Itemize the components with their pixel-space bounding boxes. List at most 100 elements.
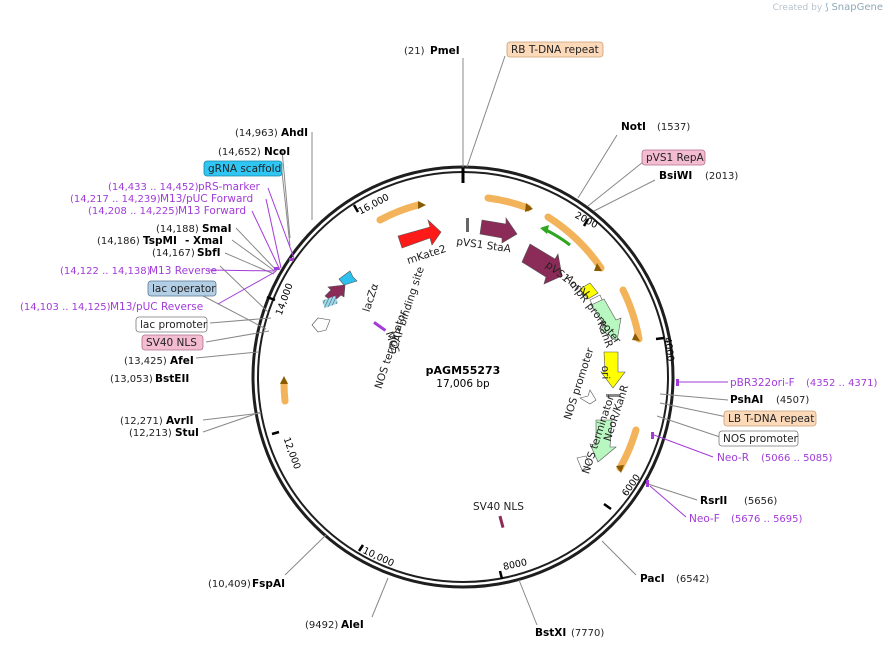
enz-pos-avrii: (12,271) xyxy=(120,416,163,427)
enz-pos-bsiwi: (2013) xyxy=(705,171,738,182)
prim-name-neo-r: Neo-R xyxy=(717,452,749,464)
enz-pos-ncoi: (14,652) xyxy=(218,147,261,158)
orf-arrowheads xyxy=(280,201,640,473)
enz-pos-paci: (6542) xyxy=(676,574,709,585)
tick-12000: 12,000 xyxy=(281,436,303,471)
pvs1-mark xyxy=(466,218,469,232)
enz-name-pshai: PshAI xyxy=(730,394,763,406)
cap-hatch xyxy=(322,295,338,309)
enz-pos-afei: (13,425) xyxy=(124,356,167,367)
lb-mark xyxy=(606,394,620,397)
label-nos-terminator-left: NOS terminator xyxy=(373,308,410,390)
tick-10000: 10,000 xyxy=(361,545,396,569)
kanr-arrow xyxy=(590,298,622,342)
enz-pos-noti: (1537) xyxy=(657,122,690,133)
enz-pos-alei: (9492) xyxy=(305,620,338,631)
tag-nos-promoter: NOS promoter xyxy=(723,433,799,445)
ori-arrow xyxy=(600,351,626,389)
mcs-bar xyxy=(373,321,387,332)
enz-pos-fspai: (10,409) xyxy=(208,579,251,590)
enz-name-bsiwi: BsiWI xyxy=(659,170,692,182)
plasmid-name: pAGM55273 xyxy=(426,364,501,377)
primer-leaders xyxy=(207,187,728,518)
enz-name-paci: PacI xyxy=(640,573,665,585)
snapgene-watermark: Created by ⟆ SnapGene xyxy=(773,2,883,13)
prim-range-m13puc-forward: (14,217 .. 14,239) xyxy=(70,194,161,205)
tick-8000: 8000 xyxy=(502,557,528,573)
enz-name-tspmi: TspMI xyxy=(143,235,177,247)
enz-name-sbfi: SbfI xyxy=(197,247,221,259)
primer-marks xyxy=(274,258,679,487)
label-lacza: lacZα xyxy=(361,282,381,314)
tag-lb-tdna: LB T-DNA repeat xyxy=(728,413,814,425)
tag-lac-promoter: lac promoter xyxy=(140,319,208,331)
leader-lines xyxy=(187,55,729,626)
label-ori: ori xyxy=(599,365,611,379)
primer-labels: (14,433 .. 14,452) pRS-marker (14,217 ..… xyxy=(20,181,878,525)
grna-scaffold-arrow xyxy=(338,270,358,286)
pvs1-staa-arrow xyxy=(479,217,518,244)
plasmid-size: 17,006 bp xyxy=(436,378,490,390)
prim-name-neo-f: Neo-F xyxy=(689,513,720,525)
ampr-promoter-box xyxy=(579,282,599,300)
enz-name-ncoi: NcoI xyxy=(264,146,290,158)
enz-pos-smai: (14,188) xyxy=(156,224,199,235)
tick-14000: 14,000 xyxy=(274,282,296,317)
pvs1-oriv-arrow xyxy=(521,243,563,285)
prim-range-m13-forward: (14,208 .. 14,225) xyxy=(88,206,179,217)
prim-name-m13puc-forward: M13/pUC Forward xyxy=(160,193,253,205)
label-mkate2: mKate2 xyxy=(405,243,447,267)
prim-range-m13puc-reverse: (14,103 .. 14,125) xyxy=(20,302,111,313)
enz-name-alei: AleI xyxy=(341,619,364,631)
enz-name-ahdi: AhdI xyxy=(281,127,308,139)
enz-pos-pshai: (4507) xyxy=(776,395,809,406)
tag-pvs1-repa: pVS1 RepA xyxy=(646,152,704,164)
nos-terminator-arrow-right xyxy=(576,455,591,471)
tag-rb-tdna: RB T-DNA repeat xyxy=(511,44,599,56)
nos-terminator-arrow-left xyxy=(311,317,331,333)
enz-pos-tspmi: (14,186) xyxy=(97,236,140,247)
scale-ticks xyxy=(266,204,665,580)
enz-name-xmai: - XmaI xyxy=(185,235,223,247)
enz-name-smai: SmaI xyxy=(202,223,232,235)
enz-pos-bstxi: (7770) xyxy=(571,628,604,639)
enz-pos-bsteii: (13,053) xyxy=(110,374,153,385)
prim-name-m13-reverse: M13 Reverse xyxy=(149,265,217,277)
tick-6000: 6000 xyxy=(620,472,643,498)
prim-name-pbr322ori-f: pBR322ori-F xyxy=(730,377,795,389)
tag-grna-scaffold: gRNA scaffold xyxy=(208,163,281,175)
prim-range-neo-f: (5676 .. 5695) xyxy=(731,514,803,525)
enz-name-noti: NotI xyxy=(621,121,646,133)
enzyme-labels: (21) PmeI NotI (1537) BsiWI (2013) PshAI… xyxy=(97,45,809,639)
enz-name-afei: AfeI xyxy=(170,355,194,367)
prim-range-m13-reverse: (14,122 .. 14,138) xyxy=(60,266,151,277)
prim-name-prs-marker: pRS-marker xyxy=(198,181,261,193)
tick-4000: 4000 xyxy=(662,337,676,362)
label-nos-promoter-inner: NOS promoter xyxy=(562,346,597,422)
prim-range-pbr322ori-f: (4352 .. 4371) xyxy=(806,378,878,389)
enz-pos-rsrii: (5656) xyxy=(744,496,777,507)
enz-pos-stui: (12,213) xyxy=(129,428,172,439)
sv40-bar xyxy=(498,515,505,529)
enz-pos-ahdi: (14,963) xyxy=(235,128,278,139)
prim-range-neo-r: (5066 .. 5085) xyxy=(761,453,833,464)
label-ampr-promoter: AmpR promoter xyxy=(562,273,623,347)
neor-kanr-arrow xyxy=(589,419,617,463)
enz-name-fspai: FspAI xyxy=(252,578,285,590)
label-sv40-nls-inner: SV40 NLS xyxy=(473,501,524,513)
enz-name-rsrii: RsrII xyxy=(700,495,727,507)
boxed-tags: RB T-DNA repeat pVS1 RepA LB T-DNA repea… xyxy=(135,41,817,447)
tag-sv40-nls: SV40 NLS xyxy=(146,337,197,349)
prim-name-m13puc-reverse: M13/pUC Reverse xyxy=(110,301,203,313)
enz-name-pmei: PmeI xyxy=(430,45,460,57)
mkate2-arrow xyxy=(397,219,442,249)
enz-name-avrii: AvrII xyxy=(166,415,194,427)
tag-lac-operator: lac operator xyxy=(152,283,216,295)
enz-pos-pmei: (21) xyxy=(404,46,425,57)
created-by-text: Created by xyxy=(772,3,823,13)
enz-name-bstxi: BstXI xyxy=(535,627,566,639)
snapgene-logo-icon: ⟆ xyxy=(825,3,829,13)
prim-name-m13-forward: M13 Forward xyxy=(178,205,246,217)
enz-name-bsteii: BstEII xyxy=(155,373,189,385)
